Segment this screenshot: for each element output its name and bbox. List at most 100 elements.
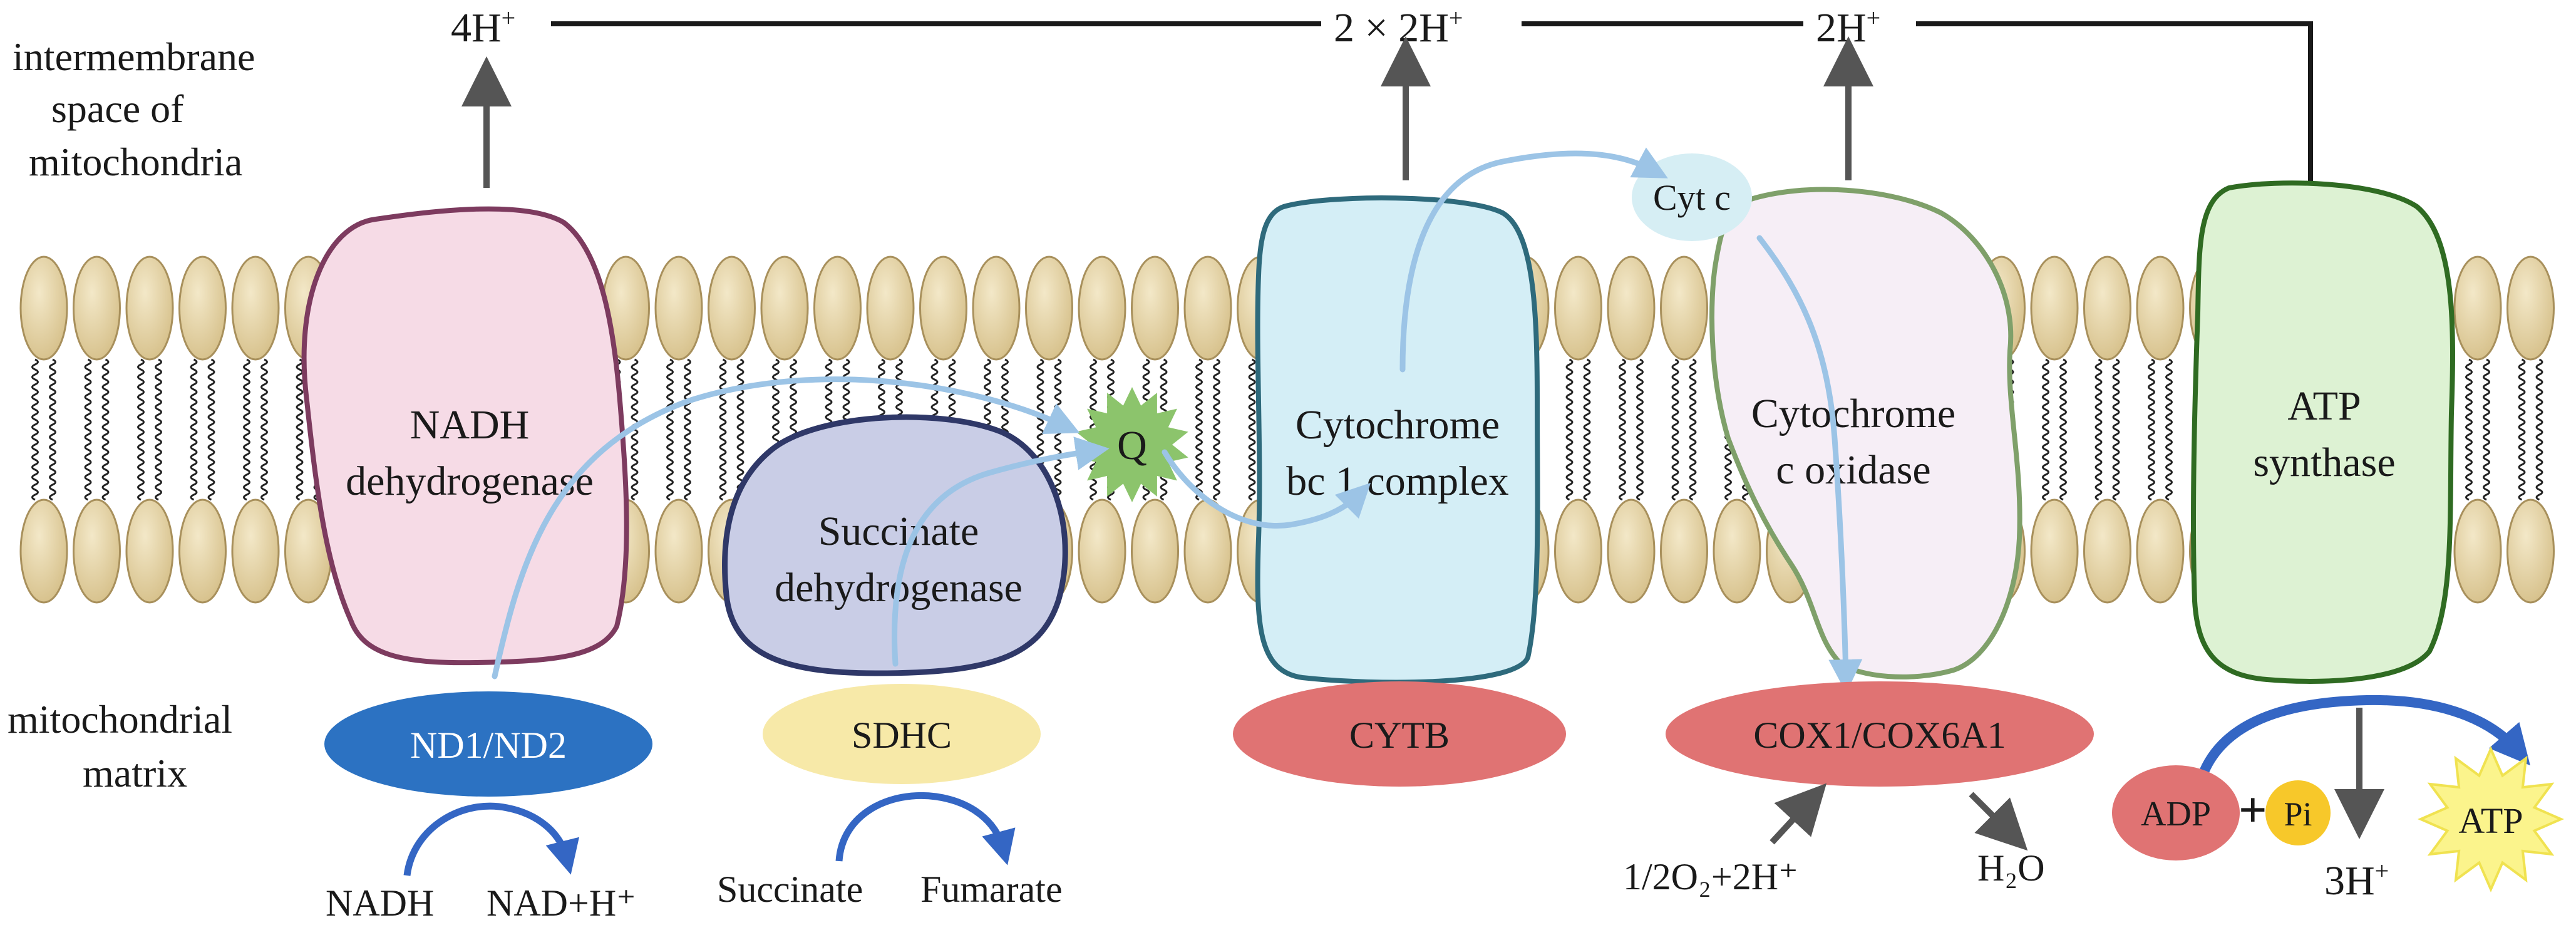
mitochondrial-matrix-label: mitochondrial matrix [8,697,232,795]
lipid-head [1713,499,1761,604]
lipid-unit [2030,256,2079,604]
lipid-unit [1660,256,1708,604]
oxygen-substrate-label: 1/2O₂+2H⁺ [1623,856,1798,897]
plus-sign: + [2239,783,2267,838]
atp-synthesis-arrow [2199,695,2530,774]
lipid-unit [125,256,174,604]
lipid-tail [84,358,92,501]
svg-text:mitochondrial: mitochondrial [8,697,232,741]
lipid-unit [2506,256,2555,604]
lipid-head [125,256,174,361]
lipid-head [654,256,703,361]
lipid-tail [296,358,304,501]
lipid-tail [684,358,691,501]
nadh-reaction-arrow [403,802,579,876]
lipid-tail [666,358,674,501]
lipid-tail [2535,358,2543,501]
lipid-unit [1554,256,1602,604]
lipid-head [1131,499,1179,604]
lipid-tail [190,358,198,501]
lipid-tail [31,358,39,501]
lipid-head [1554,256,1602,361]
pi-label: Pi [2284,795,2312,833]
ubiquinone-q-label: Q [1117,423,1147,468]
svg-text:mitochondria: mitochondria [29,140,242,184]
cytochrome-c-oxidase-label-2: c oxidase [1776,447,1930,493]
atp-synthase-complex [2190,180,2455,684]
lipid-head [125,499,174,604]
lipid-head [73,499,121,604]
lipid-head [178,499,227,604]
lipid-unit [19,256,68,604]
electron-path-q-to-cytbc1 [1162,449,1371,529]
lipid-head [760,256,809,361]
lipid-head [2453,499,2502,604]
lipid-unit [654,256,703,604]
adp-molecule [2112,765,2240,860]
lipid-head [2506,499,2555,604]
gene-cytb-label: CYTB [1349,715,1450,756]
lipid-tail [243,358,250,501]
lipid-head [654,499,703,604]
lipid-tail [2483,358,2490,501]
lipid-head [1025,256,1073,361]
lipid-head [2136,256,2185,361]
lipid-head [2030,256,2079,361]
electron-path-cytbc1-to-cytc [1399,147,1668,373]
lipid-head [2083,256,2131,361]
nadh-dehydrogenase-label: NADH [410,402,530,448]
lipid-tail [2094,358,2103,501]
atp-synthase-label-2: synthase [2253,440,2395,485]
lipid-head [1078,256,1126,361]
lipid-head [972,256,1021,361]
proton-label-complex3: 2 × 2H+ [1334,4,1463,51]
cytochrome-bc1-label: Cytochrome [1296,402,1500,448]
lipid-head [1183,499,1232,604]
nadh-dehydrogenase-complex [301,206,629,666]
proton-label-atp: 3H+ [2324,857,2389,904]
nadh-substrate-label: NADH [326,882,434,924]
lipid-unit [2453,256,2502,604]
lipid-tail [155,358,162,501]
lipid-tail [2112,358,2120,501]
lipid-tail [2042,358,2049,501]
succinate-dehydrogenase-label: Succinate [818,509,979,554]
gene-sdhc [763,684,1041,784]
svg-text:matrix: matrix [83,751,187,795]
lipid-tail [137,358,145,501]
lipid-head [231,256,280,361]
lipid-head [19,499,68,604]
lipid-tail [1213,358,1220,501]
cytochrome-c-oxidase-complex [1709,187,2022,679]
gene-cytb [1233,681,1566,787]
lipid-tail [1195,358,1203,501]
electron-path-sdh-to-q [892,437,1110,667]
nadh-product-label: NAD+H⁺ [487,882,636,924]
lipid-tail [1619,358,1626,501]
gene-cox1-cox6a1 [1666,681,2094,787]
lipid-head [708,256,756,361]
gene-cox1-cox6a1-label: COX1/COX6A1 [1753,715,2006,756]
lipid-tail [1565,358,1574,501]
lipid-head [1554,499,1602,604]
electron-path-cytc-to-cox [1756,235,1863,693]
lipid-head [2136,499,2185,604]
lipid-head [813,256,862,361]
succinate-substrate-label: Succinate [717,869,863,910]
lipid-tail [719,358,727,501]
pi-molecule [2265,780,2331,845]
gene-nd1-nd2 [324,691,652,797]
lipid-head [1607,499,1656,604]
lipid-head [1607,256,1656,361]
succinate-dehydrogenase-complex [722,414,1068,676]
lipid-tail [2465,358,2473,501]
cytochrome-bc1-complex [1255,195,1540,685]
lipid-unit [178,256,227,604]
lipid-unit [231,256,280,604]
succinate-reaction-arrow [835,792,1016,865]
fumarate-product-label: Fumarate [920,869,1063,910]
ubiquinone-q-icon [1076,387,1188,502]
lipid-tail [2165,358,2173,501]
lipid-unit [73,256,121,604]
